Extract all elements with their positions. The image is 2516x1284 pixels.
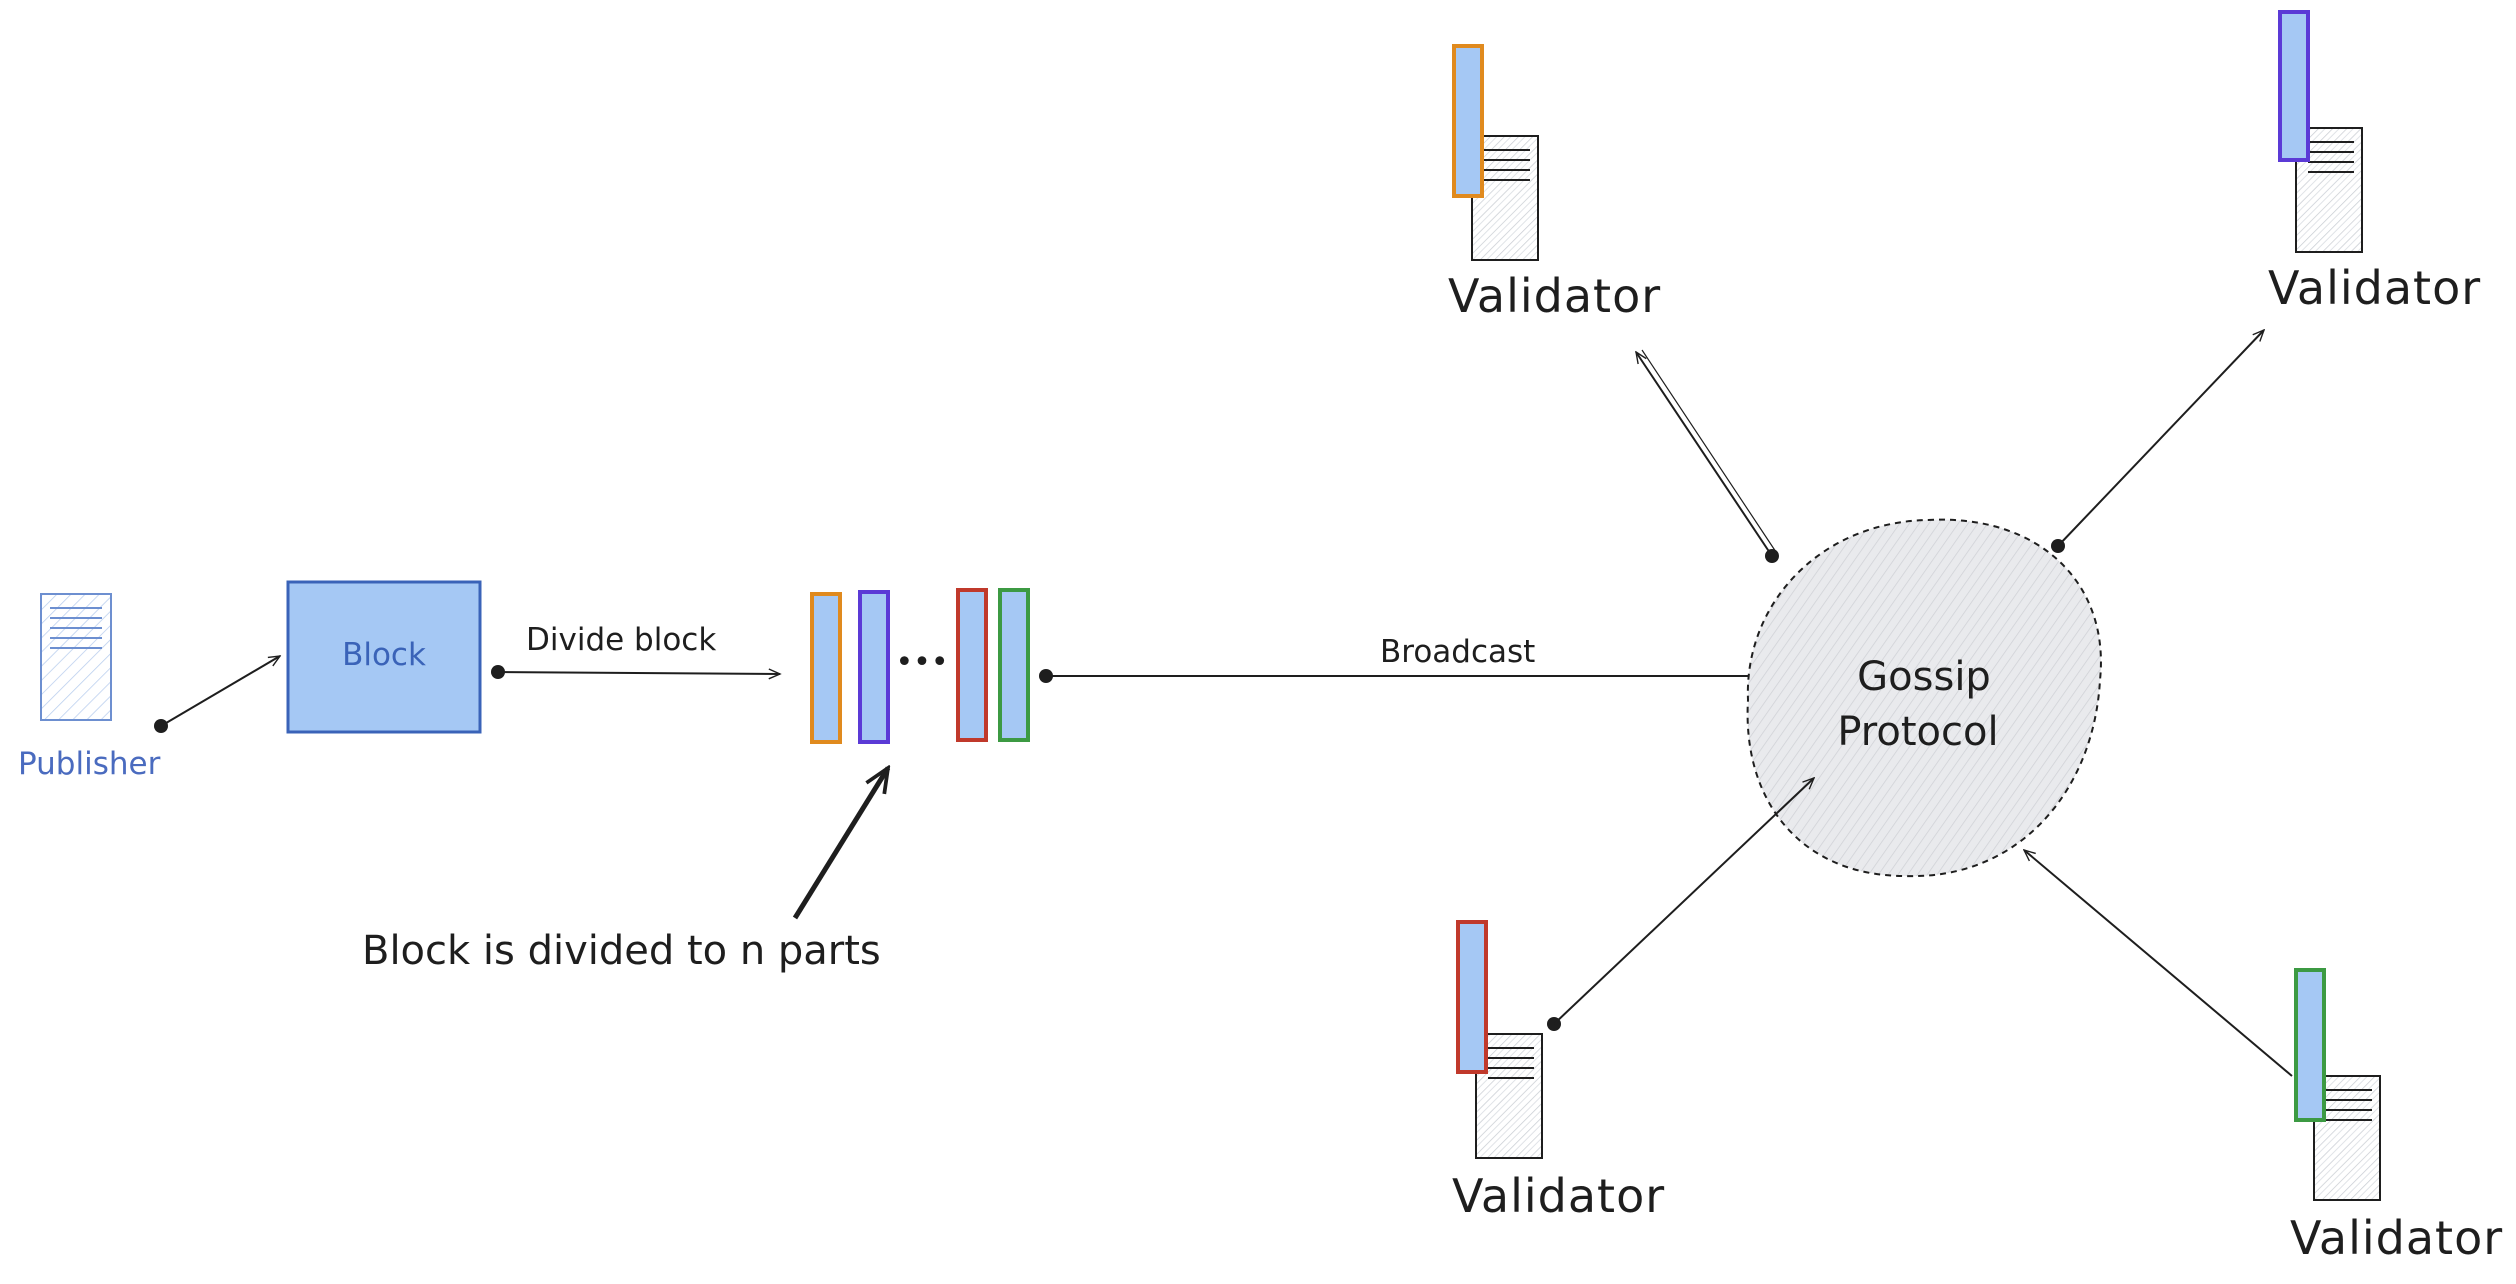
validator-bottom-right-to-gossip-edge bbox=[2024, 850, 2293, 1077]
chunk-green bbox=[2294, 968, 2326, 1122]
validator-top-left: Validator bbox=[1448, 44, 1661, 323]
block-label: Block bbox=[342, 637, 426, 673]
validator-bottom-left-label: Validator bbox=[1452, 1169, 1665, 1223]
validator-top-right-label: Validator bbox=[2268, 261, 2481, 315]
validator-bottom-right-label: Validator bbox=[2290, 1211, 2503, 1265]
block-node: Block bbox=[286, 580, 482, 734]
divided-annotation-label: Block is divided to n parts bbox=[362, 928, 881, 974]
chunk-orange bbox=[1452, 44, 1484, 198]
divided-annotation: Block is divided to n parts bbox=[362, 768, 888, 974]
validator-bottom-left-to-gossip-edge bbox=[1547, 778, 1814, 1031]
document-icon bbox=[40, 593, 112, 721]
gossip-to-validator-top-left-edge bbox=[1636, 349, 1779, 563]
block-chunks: ••• bbox=[810, 588, 1030, 744]
validator-bottom-right: Validator bbox=[2290, 968, 2503, 1265]
publisher-label: Publisher bbox=[18, 746, 161, 782]
gossip-to-validator-top-right-edge bbox=[2051, 330, 2264, 553]
gossip-label-line1: Gossip bbox=[1857, 654, 1991, 700]
broadcast-label: Broadcast bbox=[1380, 634, 1535, 670]
chunk-red bbox=[956, 588, 988, 742]
cloud-circle-icon bbox=[1746, 518, 2102, 878]
divide-block-edge: Divide block bbox=[491, 622, 780, 679]
gossip-protocol-node: Gossip Protocol bbox=[1746, 518, 2102, 878]
chunk-red bbox=[1456, 920, 1488, 1074]
validator-bottom-left: Validator bbox=[1452, 920, 1665, 1223]
publisher-node: Publisher bbox=[18, 593, 161, 782]
chunk-ellipsis: ••• bbox=[895, 645, 948, 680]
validator-top-left-label: Validator bbox=[1448, 269, 1661, 323]
validator-top-right: Validator bbox=[2268, 10, 2481, 315]
gossip-label-line2: Protocol bbox=[1837, 709, 1998, 755]
publisher-to-block-edge bbox=[154, 656, 280, 733]
chunk-purple bbox=[2278, 10, 2310, 162]
divide-block-label: Divide block bbox=[526, 622, 716, 658]
chunk-purple bbox=[858, 590, 890, 744]
broadcast-edge: Broadcast bbox=[1039, 634, 1826, 683]
chunk-orange bbox=[810, 592, 842, 744]
chunk-green bbox=[998, 588, 1030, 742]
